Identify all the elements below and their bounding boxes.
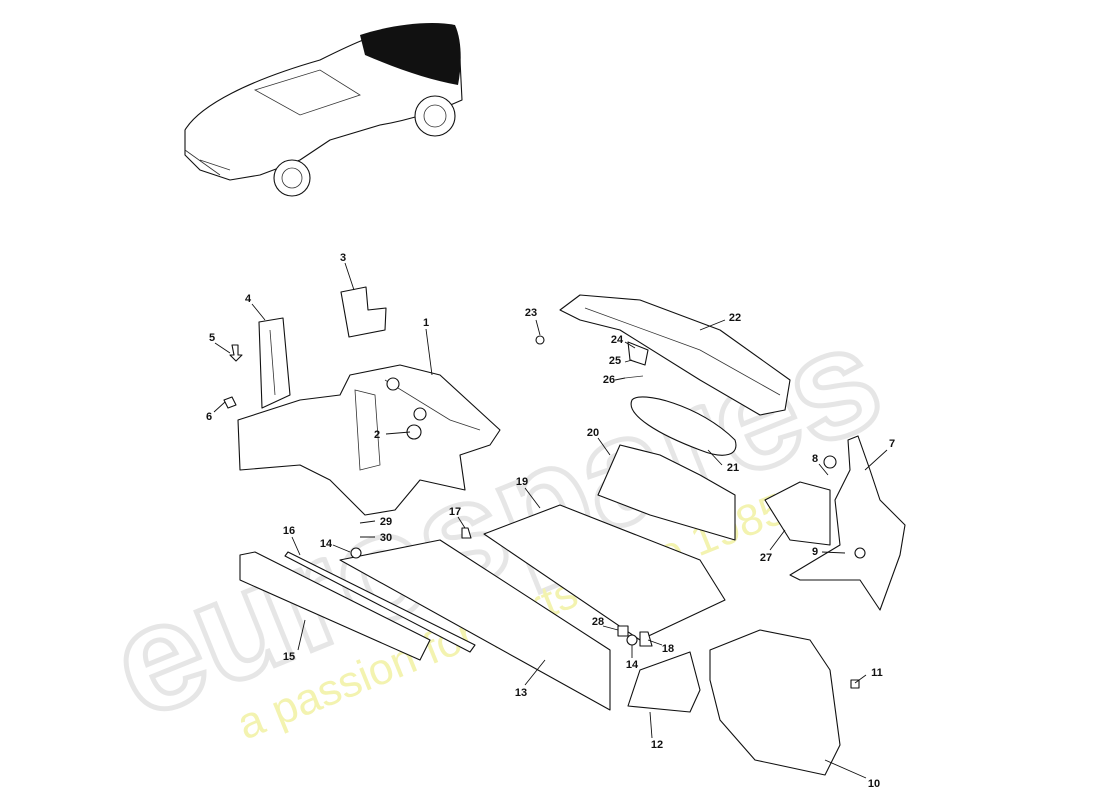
callout-29: 29 [380, 516, 392, 528]
callout-23: 23 [525, 307, 537, 319]
callout-7: 7 [889, 438, 895, 450]
callout-8: 8 [812, 453, 818, 465]
callout-2: 2 [374, 429, 380, 441]
callout-25: 25 [609, 355, 621, 367]
callout-13: 13 [515, 687, 527, 699]
callout-30: 30 [380, 532, 392, 544]
callout-3: 3 [340, 252, 346, 264]
callout-22: 22 [729, 312, 741, 324]
callout-6: 6 [206, 411, 212, 423]
callout-1: 1 [423, 317, 429, 329]
callout-21: 21 [727, 462, 739, 474]
callout-17: 17 [449, 506, 461, 518]
callout-10: 10 [868, 778, 880, 790]
parts-outlines [223, 286, 906, 776]
callout-14: 14 [320, 538, 333, 550]
callout-4: 4 [245, 293, 252, 305]
callout-26: 26 [603, 374, 615, 386]
callout-12: 12 [651, 739, 663, 751]
highlighted-boot-area [360, 23, 461, 85]
callout-9: 9 [812, 546, 818, 558]
callout-18: 18 [662, 643, 674, 655]
callout-19: 19 [516, 476, 528, 488]
car-overview [184, 23, 463, 197]
callout-28: 28 [592, 616, 604, 628]
callout-11: 11 [871, 667, 883, 679]
callout-20: 20 [587, 427, 599, 439]
callout-5: 5 [209, 332, 215, 344]
leader-lines [213, 262, 888, 779]
callout-numbers: 1 2 3 4 5 6 7 8 9 10 11 12 13 14 14 15 1… [206, 252, 895, 790]
callout-16: 16 [283, 525, 295, 537]
callout-24: 24 [611, 334, 624, 346]
callout-27: 27 [760, 552, 772, 564]
callout-15: 15 [283, 651, 295, 663]
callout-14: 14 [626, 659, 639, 671]
